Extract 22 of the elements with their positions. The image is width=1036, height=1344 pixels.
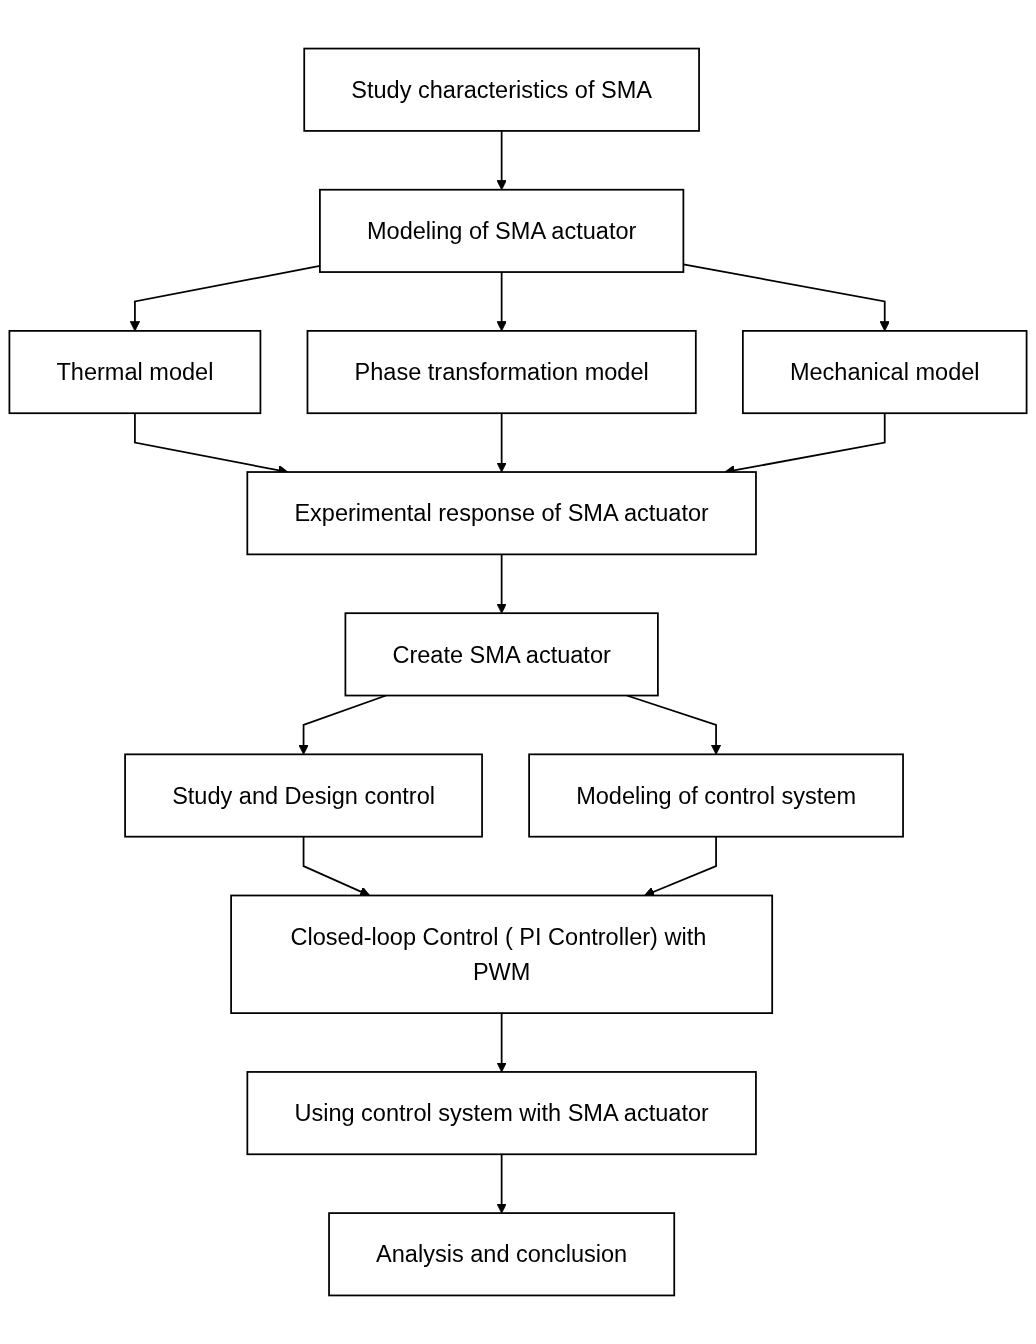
arrow	[298, 694, 387, 755]
arrow	[302, 835, 371, 897]
arrow	[496, 1012, 507, 1073]
node-box: Experimental response of SMA actuator	[246, 471, 757, 556]
node-box: Analysis and conclusion	[328, 1212, 676, 1297]
arrow	[496, 1153, 507, 1214]
node-box: Phase transformation model	[306, 330, 697, 415]
arrow	[496, 130, 507, 191]
arrow	[644, 835, 717, 897]
arrow	[496, 412, 507, 473]
arrow	[129, 265, 321, 332]
node-box: Study and Design control	[124, 753, 483, 838]
arrow	[496, 553, 507, 614]
node-box: Closed-loop Control ( PI Controller) with PWM	[230, 894, 774, 1014]
node-box: Modeling of SMA actuator	[319, 188, 685, 273]
arrow	[496, 271, 507, 332]
node-box: Create SMA actuator	[344, 612, 659, 697]
node-box: Thermal model	[8, 330, 262, 415]
node-box: Modeling of control system	[528, 753, 904, 838]
node-box: Using control system with SMA actuator	[246, 1071, 757, 1156]
node-box: Study characteristics of SMA	[303, 47, 700, 132]
node-box: Mechanical model	[742, 330, 1028, 415]
